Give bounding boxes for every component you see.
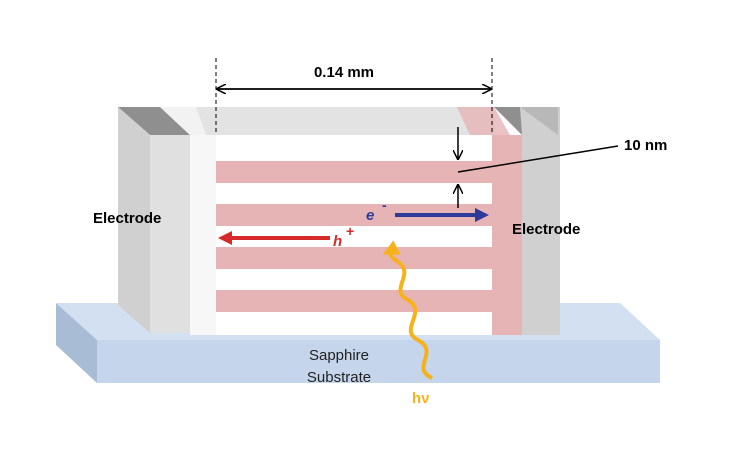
right-electrode-label: Electrode <box>512 221 580 238</box>
layer-stripe-3 <box>216 247 492 269</box>
width-label: 0.14 mm <box>314 64 374 81</box>
left-electrode <box>118 107 206 333</box>
left-electrode-label: Electrode <box>93 210 161 227</box>
layer-stripe-4 <box>216 290 492 312</box>
substrate-label-line2: Substrate <box>307 369 371 386</box>
channel <box>190 135 492 335</box>
width-dimension <box>215 58 493 135</box>
photon-arrow <box>382 240 433 380</box>
hole-charge: + <box>346 223 354 239</box>
electron-charge: - <box>382 197 387 213</box>
layer-stripe-1 <box>216 161 492 183</box>
right-electrode <box>492 107 560 335</box>
layer-stripe-2 <box>216 204 492 226</box>
photon-label: hν <box>412 390 430 407</box>
substrate-label-line1: Sapphire <box>309 347 369 364</box>
thickness-dimension <box>458 127 619 208</box>
thickness-label: 10 nm <box>624 137 667 154</box>
electron-symbol: e <box>366 207 374 224</box>
hole-symbol: h <box>333 233 342 250</box>
